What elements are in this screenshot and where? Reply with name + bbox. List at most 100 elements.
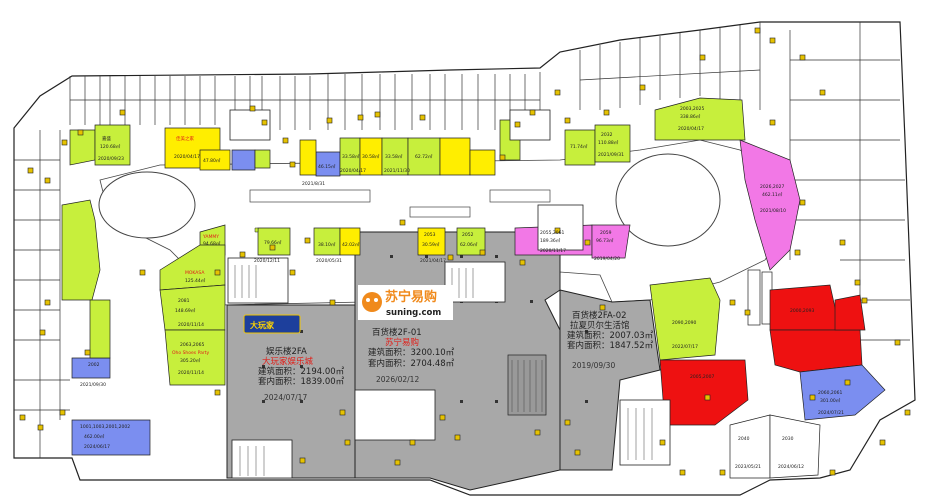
label-u24-line1: Oho Shoes Party bbox=[172, 350, 209, 356]
unit-u12[interactable] bbox=[739, 139, 801, 271]
label-u17-date: 2021/04/17 bbox=[420, 258, 446, 264]
unit-u3[interactable] bbox=[199, 149, 231, 171]
label-u30-line2: 462.00㎡ bbox=[84, 433, 105, 440]
stair-cores bbox=[227, 109, 671, 479]
unit-u28[interactable] bbox=[799, 364, 886, 421]
unit-u1[interactable] bbox=[94, 124, 131, 166]
label-u10-line1: 2032 bbox=[601, 132, 613, 138]
unit-lime-left[interactable] bbox=[61, 199, 101, 301]
label-u11-date: 2020/04/17 bbox=[678, 126, 704, 132]
label-u1-line2: 120.68㎡ bbox=[100, 143, 121, 150]
entertainment-tenant: 大玩家娱乐城 bbox=[262, 356, 314, 367]
escalator-right bbox=[747, 269, 761, 326]
unit-u21[interactable] bbox=[159, 244, 226, 291]
label-u23-line2: 305.20㎡ bbox=[180, 357, 201, 364]
label-u20-date: 2019/04/20 bbox=[594, 256, 620, 262]
label-u3-line1: 47.80㎡ bbox=[203, 157, 221, 164]
unit-u15[interactable] bbox=[313, 227, 341, 256]
unit-lime-left-2[interactable] bbox=[89, 299, 111, 359]
unit-red-right[interactable] bbox=[834, 294, 866, 331]
unit-yellow-top-2[interactable] bbox=[439, 137, 471, 176]
label-u22-line2: 148.69㎡ bbox=[175, 307, 196, 314]
dept-2f01-date: 2026/02/12 bbox=[376, 375, 419, 384]
label-u28-line1: 2060,2061 bbox=[818, 390, 842, 396]
unit-u4[interactable] bbox=[315, 151, 341, 177]
label-u23-line1: 2063,2065 bbox=[180, 342, 204, 348]
dept-2fa02-gross: 建筑面积：2007.03㎡ bbox=[567, 330, 654, 341]
label-u20-line1: 2059 bbox=[600, 230, 612, 236]
dept-2fa02-tenant: 拉夏贝尔生活馆 bbox=[570, 320, 630, 331]
label-u19-line1: 2055,2061 bbox=[540, 230, 564, 236]
label-u16-line1: 42.02㎡ bbox=[342, 241, 360, 248]
label-u20-line2: 96.73㎡ bbox=[596, 237, 614, 244]
label-u28-line2: 301.00㎡ bbox=[820, 397, 841, 404]
unit-u25[interactable] bbox=[649, 277, 721, 361]
unit-u16[interactable] bbox=[339, 227, 361, 256]
label-u2-line1: 佳美之家 bbox=[176, 135, 194, 142]
label-u21-line1: MOKASA bbox=[185, 270, 205, 276]
label-u11-line1: 2003,2025 bbox=[680, 106, 704, 112]
dept-2f01-name: 百货楼2F-01 bbox=[372, 327, 422, 338]
suning-logo-icon bbox=[362, 292, 382, 312]
corridor-slot-3 bbox=[489, 189, 551, 203]
unit-u10[interactable] bbox=[594, 124, 631, 163]
label-u5-line1: 33.58㎡ bbox=[342, 153, 360, 160]
dept-2f01-tenant: 苏宁易购 bbox=[385, 337, 419, 348]
unit-u11[interactable] bbox=[654, 97, 746, 141]
suning-logo-text: 苏宁易购 bbox=[385, 289, 437, 305]
label-u27-line1: 2000,2093 bbox=[790, 308, 814, 314]
label-u11-line2: 338.86㎡ bbox=[680, 113, 701, 120]
top-shop-grid bbox=[69, 72, 541, 130]
unit-u23[interactable] bbox=[164, 329, 226, 386]
label-u26-line1: 2005,2007 bbox=[690, 374, 714, 380]
unit-yellow-top-3[interactable] bbox=[469, 149, 496, 176]
label-u7-line1: 33.58㎡ bbox=[385, 153, 403, 160]
right-shop-grid bbox=[579, 22, 910, 380]
anchor-dept-2fa02[interactable] bbox=[559, 289, 661, 471]
label-u15-line1: 38.10㎡ bbox=[318, 241, 336, 248]
corridor-slot-2 bbox=[409, 206, 471, 218]
atrium-left bbox=[98, 171, 196, 239]
unit-red-mid[interactable] bbox=[769, 329, 863, 373]
unit-blue-top-1[interactable] bbox=[231, 149, 256, 171]
label-u17-line1: 2053 bbox=[424, 232, 436, 238]
unit-labels: 嘉盛 120.68㎡ 2020/09/23 佳美之家 2020/04/17 47… bbox=[80, 106, 844, 470]
unit-yellow-top-1[interactable] bbox=[299, 139, 317, 176]
unit-u29[interactable] bbox=[71, 357, 111, 379]
unit-u30[interactable] bbox=[71, 419, 151, 456]
anchor-labels: 大玩家 娱乐楼2FA 大玩家娱乐城 建筑面积：2194.00㎡ 套内面积：183… bbox=[243, 285, 654, 402]
label-u25-line1: 2090,2090 bbox=[672, 320, 696, 326]
label-u32-date: 2024/06/12 bbox=[778, 464, 804, 470]
label-u19-line2: 189.36㎡ bbox=[540, 237, 561, 244]
label-u13-line2: 94.68㎡ bbox=[203, 240, 221, 247]
unit-lime-mid[interactable] bbox=[254, 227, 259, 233]
unit-u9[interactable] bbox=[564, 129, 596, 166]
label-u12-line1: 2026,2027 bbox=[760, 184, 784, 190]
label-u4-date: 2021/8/31 bbox=[302, 181, 325, 187]
entertainment-name: 娱乐楼2FA bbox=[266, 346, 307, 357]
label-u32-line1: 2030 bbox=[782, 436, 794, 442]
unit-u20[interactable] bbox=[591, 224, 631, 259]
label-u17-line2: 30.59㎡ bbox=[422, 241, 440, 248]
label-u12-date: 2021/08/10 bbox=[760, 208, 786, 214]
label-u31-date: 2023/05/21 bbox=[735, 464, 761, 470]
unit-lime-top-2[interactable] bbox=[254, 149, 271, 169]
label-u30-date: 2024/06/17 bbox=[84, 444, 110, 450]
label-u23-date: 2020/11/14 bbox=[178, 370, 204, 376]
dept-2fa02-date: 2019/09/30 bbox=[572, 361, 615, 370]
unit-u32[interactable] bbox=[769, 414, 821, 479]
suning-logo-eye-left bbox=[366, 298, 370, 302]
unit-u14[interactable] bbox=[257, 227, 291, 256]
label-u7-date: 2021/11/30 bbox=[384, 168, 410, 174]
label-u29-date: 2021/09/30 bbox=[80, 382, 106, 388]
unit-u17[interactable] bbox=[417, 227, 446, 256]
label-u14-line1: 79.66㎡ bbox=[264, 239, 282, 246]
stair-hatches bbox=[234, 265, 653, 476]
unit-u27[interactable] bbox=[769, 284, 841, 331]
corridor-slot bbox=[249, 189, 371, 203]
suning-logo-url: suning.com bbox=[386, 308, 441, 318]
dept-2fa02-name: 百货楼2FA-02 bbox=[572, 310, 627, 321]
entertainment-gross: 建筑面积：2194.00㎡ bbox=[258, 366, 345, 377]
